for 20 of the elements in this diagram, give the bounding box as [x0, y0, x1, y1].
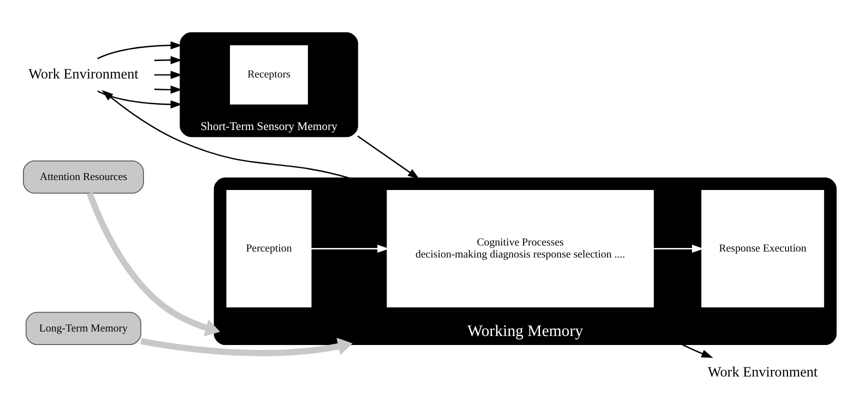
- node-box: Perception: [226, 190, 312, 307]
- node-text: Work Environment: [708, 364, 818, 380]
- node-box: Cognitive Processes decision-making diagnosis response selection ....: [386, 190, 654, 307]
- node-box: Response Execution: [701, 190, 824, 307]
- arrow: [357, 134, 420, 179]
- arrow: [154, 70, 182, 78]
- arrow: [86, 192, 220, 336]
- arrow: [682, 344, 714, 358]
- node-box: Receptors: [230, 44, 308, 104]
- node-box: Attention Resources: [22, 160, 144, 194]
- arrow: [311, 244, 389, 252]
- arrow: [102, 89, 350, 178]
- arrow: [97, 90, 182, 108]
- arrow: [97, 40, 182, 59]
- arrow: [154, 85, 182, 94]
- node-box: Long-Term Memory: [26, 311, 142, 345]
- arrow: [653, 244, 704, 252]
- arrow: [140, 337, 353, 356]
- node-text: Work Environment: [28, 66, 138, 82]
- arrow: [154, 56, 182, 64]
